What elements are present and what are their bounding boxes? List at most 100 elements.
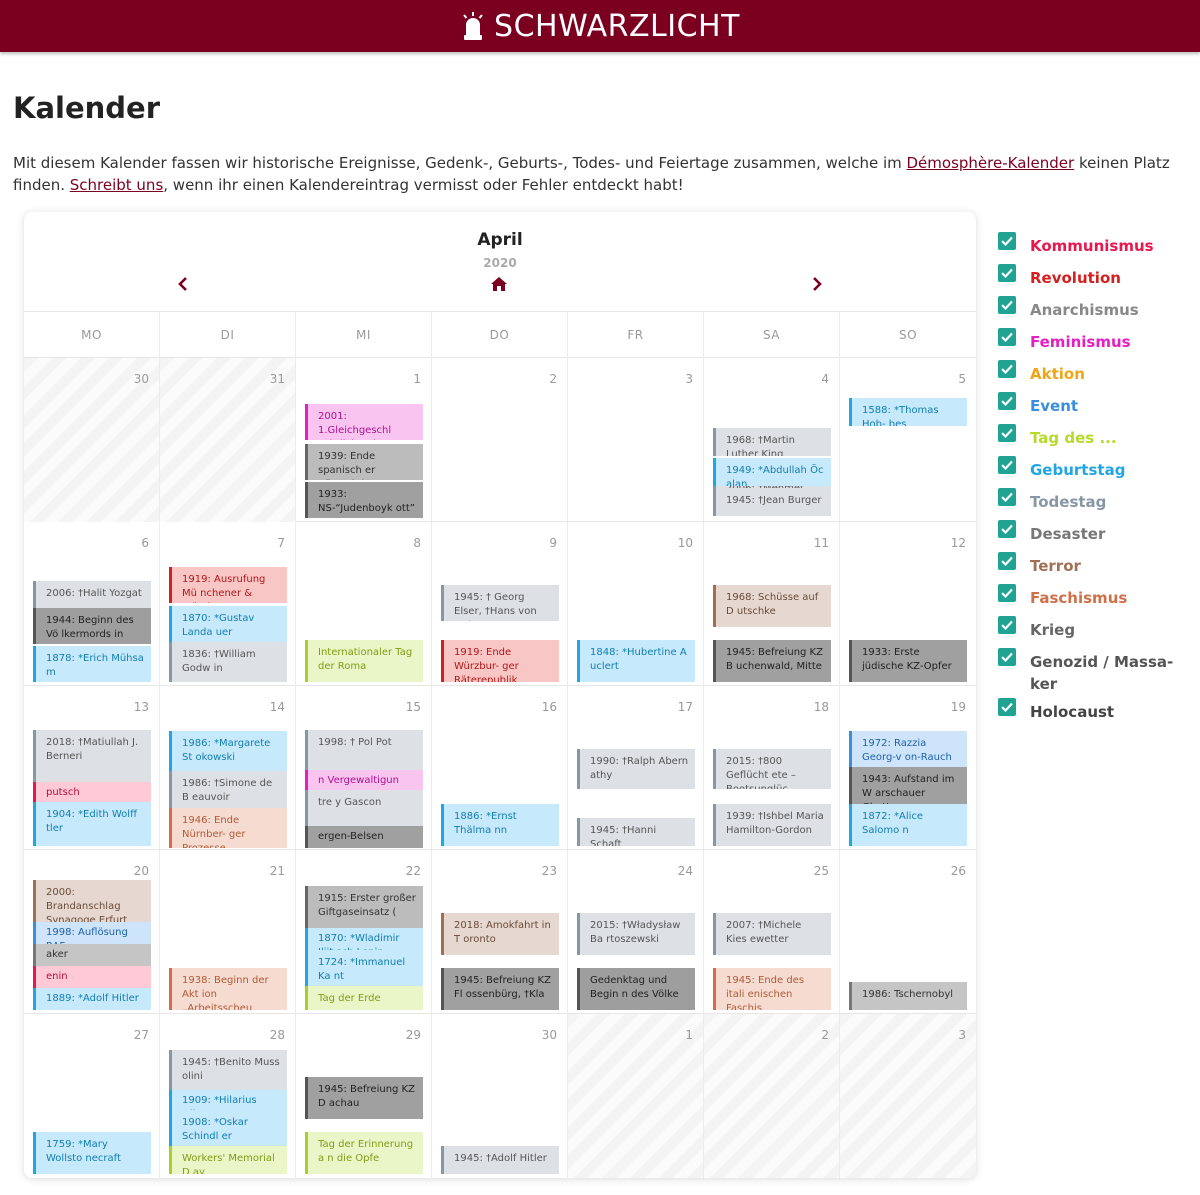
calendar-event[interactable]: putsch: [33, 782, 151, 802]
calendar-event[interactable]: tre y Gascon: [305, 790, 423, 828]
calendar-event[interactable]: 1870: *Gustav Landa uer: [169, 606, 287, 642]
calendar-event[interactable]: 1998: Auflösung RAF: [33, 922, 151, 944]
calendar-event[interactable]: 1968: Schüsse auf D utschke: [713, 585, 831, 627]
legend-filter-event[interactable]: Event: [998, 390, 1188, 422]
calendar-event[interactable]: 1945: † Georg Elser, †Hans von Dohna: [441, 585, 559, 621]
calendar-event[interactable]: 1919: Ausrufung Mü nchener & Würzburg: [169, 567, 287, 603]
calendar-event[interactable]: 1946: Ende Nürnber- ger Prozesse: [169, 808, 287, 848]
calendar-event[interactable]: 1949: *Abdullah Öc alan: [713, 458, 831, 486]
calendar-event[interactable]: 1938: Beginn der Akt ion „Arbeitsscheu: [169, 968, 287, 1010]
legend-filter-tod[interactable]: Todestag: [998, 486, 1188, 518]
calendar-event[interactable]: 1939: †Ishbel Maria Hamilton-Gordon: [713, 804, 831, 846]
calendar-event[interactable]: 2006: †Halit Yozgat: [33, 581, 151, 609]
calendar-event[interactable]: 1945: †Jean Burger: [713, 488, 831, 516]
calendar-event[interactable]: 1909: *Hilarius Gilge s: [169, 1090, 287, 1110]
calendar-event[interactable]: 1968: †Martin Luther King: [713, 428, 831, 456]
checkbox-checked-icon[interactable]: [998, 232, 1016, 250]
calendar-event[interactable]: 1944: Beginn des Vö lkermords in Ruan: [33, 608, 151, 644]
legend-filter-geno[interactable]: Genozid / Massa- ker: [998, 646, 1188, 696]
calendar-event[interactable]: aker: [33, 944, 151, 966]
checkbox-checked-icon[interactable]: [998, 424, 1016, 442]
calendar-event[interactable]: 1986: *Margarete St okowski: [169, 731, 287, 771]
calendar-event[interactable]: 1945: †Adolf Hitler: [441, 1146, 559, 1174]
calendar-event[interactable]: 1939: Ende spanisch er Bürgerkrieg: [305, 444, 423, 480]
checkbox-checked-icon[interactable]: [998, 360, 1016, 378]
legend-filter-akt[interactable]: Aktion: [998, 358, 1188, 390]
checkbox-checked-icon[interactable]: [998, 456, 1016, 474]
calendar-event[interactable]: Internationaler Tag der Roma: [305, 640, 423, 682]
calendar-event[interactable]: Workers' Memorial D ay: [169, 1146, 287, 1174]
checkbox-checked-icon[interactable]: [998, 296, 1016, 314]
calendar-day[interactable]: 3: [568, 358, 704, 522]
legend-filter-rev[interactable]: Revolution: [998, 262, 1188, 294]
checkbox-checked-icon[interactable]: [998, 264, 1016, 282]
calendar-day[interactable]: 1: [568, 1014, 704, 1178]
calendar-event[interactable]: ergen-Belsen: [305, 826, 423, 848]
contact-link[interactable]: Schreibt uns: [69, 176, 164, 194]
calendar-event[interactable]: 1945: Befreiung KZ B uchenwald, Mitte: [713, 640, 831, 682]
calendar-day[interactable]: 42006: †Mehmet Kub aşık1968: †Martin Lut…: [704, 358, 840, 522]
calendar-day[interactable]: 30: [24, 358, 160, 522]
calendar-event[interactable]: 2000: Brandanschlag Synagoge Erfurt: [33, 880, 151, 922]
calendar-event[interactable]: 1998: † Pol Pot: [305, 730, 423, 770]
legend-filter-terr[interactable]: Terror: [998, 550, 1188, 582]
legend-filter-krieg[interactable]: Krieg: [998, 614, 1188, 646]
calendar-event[interactable]: 1986: Tschernobyl: [849, 982, 967, 1010]
calendar-event[interactable]: 1908: *Oskar Schindl er: [169, 1110, 287, 1150]
checkbox-checked-icon[interactable]: [998, 520, 1016, 538]
checkbox-checked-icon[interactable]: [998, 328, 1016, 346]
next-month-button[interactable]: [803, 272, 831, 296]
calendar-event[interactable]: enin: [33, 966, 151, 988]
legend-filter-fasc[interactable]: Faschismus: [998, 582, 1188, 614]
checkbox-checked-icon[interactable]: [998, 392, 1016, 410]
legend-filter-komm[interactable]: Kommunismus: [998, 230, 1188, 262]
calendar-event[interactable]: n Vergewaltigun: [305, 770, 423, 790]
calendar-event[interactable]: Tag der Erinnerung a n die Opfe: [305, 1132, 423, 1174]
checkbox-checked-icon[interactable]: [998, 698, 1016, 716]
calendar-event[interactable]: 1759: *Mary Wollsto necraft: [33, 1132, 151, 1174]
calendar-event[interactable]: 1945: †Hanni Schaft: [577, 818, 695, 846]
calendar-event[interactable]: 1945: Ende des itali enischen Faschis: [713, 968, 831, 1010]
legend-filter-holo[interactable]: Holocaust: [998, 696, 1188, 728]
calendar-event[interactable]: 2001: 1.Gleichgeschl echtliche Ehe NL: [305, 404, 423, 440]
checkbox-checked-icon[interactable]: [998, 616, 1016, 634]
calendar-event[interactable]: Tag der Erde: [305, 986, 423, 1010]
calendar-day[interactable]: 3: [840, 1014, 976, 1178]
calendar-event[interactable]: 2018: Amokfahrt in T oronto: [441, 913, 559, 955]
calendar-event[interactable]: 1886: *Ernst Thälma nn: [441, 804, 559, 846]
demosphere-link[interactable]: Démosphère-Kalender: [906, 154, 1075, 172]
calendar-event[interactable]: 1919: Ende Würzbur- ger Räterepublik: [441, 640, 559, 682]
brand-link[interactable]: SCHWARZLICHT: [460, 9, 740, 44]
calendar-event[interactable]: 1836: †William Godw in: [169, 642, 287, 682]
calendar-event[interactable]: 1990: †Ralph Abern athy: [577, 749, 695, 789]
calendar-event[interactable]: 2007: †Michele Kies ewetter: [713, 913, 831, 955]
calendar-event[interactable]: 1889: *Adolf Hitler: [33, 988, 151, 1010]
calendar-event[interactable]: 1943: Aufstand im W arschauer Ghetto: [849, 767, 967, 807]
calendar-day[interactable]: 31: [160, 358, 296, 522]
legend-filter-tag[interactable]: Tag des ...: [998, 422, 1188, 454]
calendar-event[interactable]: 1915: Erster großer Giftgaseinsatz (: [305, 886, 423, 928]
legend-filter-fem[interactable]: Feminismus: [998, 326, 1188, 358]
checkbox-checked-icon[interactable]: [998, 552, 1016, 570]
calendar-event[interactable]: 1724: *Immanuel Ka nt: [305, 950, 423, 986]
calendar-event[interactable]: 2015: †Władysław Ba rtoszewski: [577, 913, 695, 955]
